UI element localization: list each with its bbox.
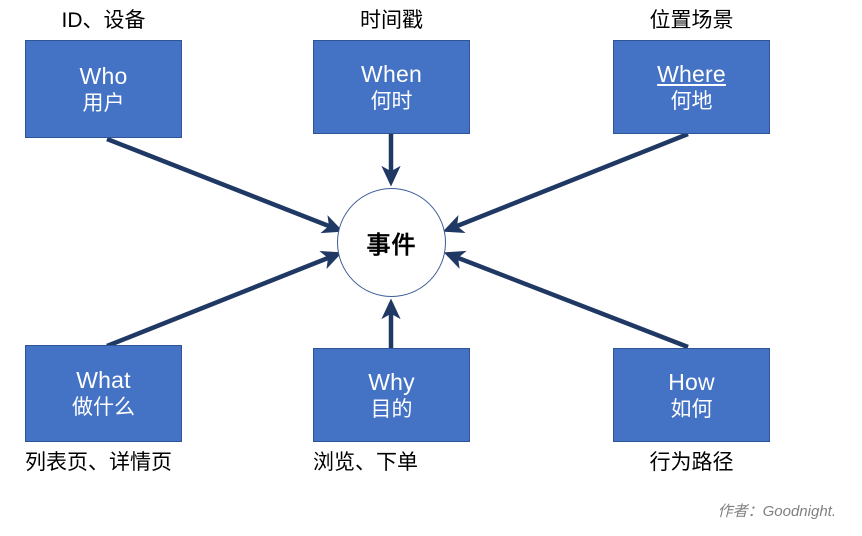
node-who[interactable]: Who 用户 bbox=[25, 40, 182, 138]
arrow-what-to-event bbox=[106, 251, 343, 349]
hub-event[interactable]: 事件 bbox=[337, 188, 446, 297]
node-where-en: Where bbox=[657, 60, 726, 87]
caption-when: 时间戳 bbox=[360, 9, 423, 32]
node-when-cn: 何时 bbox=[370, 89, 413, 113]
author-signature: 作者：Goodnight. bbox=[717, 503, 836, 520]
node-why-en: Why bbox=[368, 368, 415, 395]
node-what-en: What bbox=[76, 367, 131, 393]
arrow-who-to-event bbox=[106, 136, 344, 234]
caption-why: 浏览、下单 bbox=[313, 451, 418, 474]
node-when[interactable]: When 何时 bbox=[313, 40, 470, 134]
node-why[interactable]: Why 目的 bbox=[313, 348, 470, 442]
arrow-how-to-event bbox=[443, 250, 689, 350]
arrow-where-to-event bbox=[442, 131, 689, 233]
node-what-cn: 做什么 bbox=[72, 396, 135, 419]
node-who-cn: 用户 bbox=[82, 91, 125, 115]
caption-where: 位置场景 bbox=[649, 9, 734, 32]
node-where-cn: 何地 bbox=[670, 89, 713, 113]
node-what[interactable]: What 做什么 bbox=[25, 345, 182, 442]
caption-what: 列表页、详情页 bbox=[25, 451, 172, 474]
node-why-cn: 目的 bbox=[370, 397, 413, 421]
node-how-en: How bbox=[668, 368, 715, 395]
node-when-en: When bbox=[361, 60, 422, 87]
node-who-en: Who bbox=[79, 62, 128, 89]
caption-who: ID、设备 bbox=[61, 9, 146, 32]
caption-how: 行为路径 bbox=[649, 451, 734, 474]
node-where[interactable]: Where 何地 bbox=[613, 40, 770, 134]
node-how-cn: 如何 bbox=[670, 397, 713, 421]
node-how[interactable]: How 如何 bbox=[613, 348, 770, 442]
